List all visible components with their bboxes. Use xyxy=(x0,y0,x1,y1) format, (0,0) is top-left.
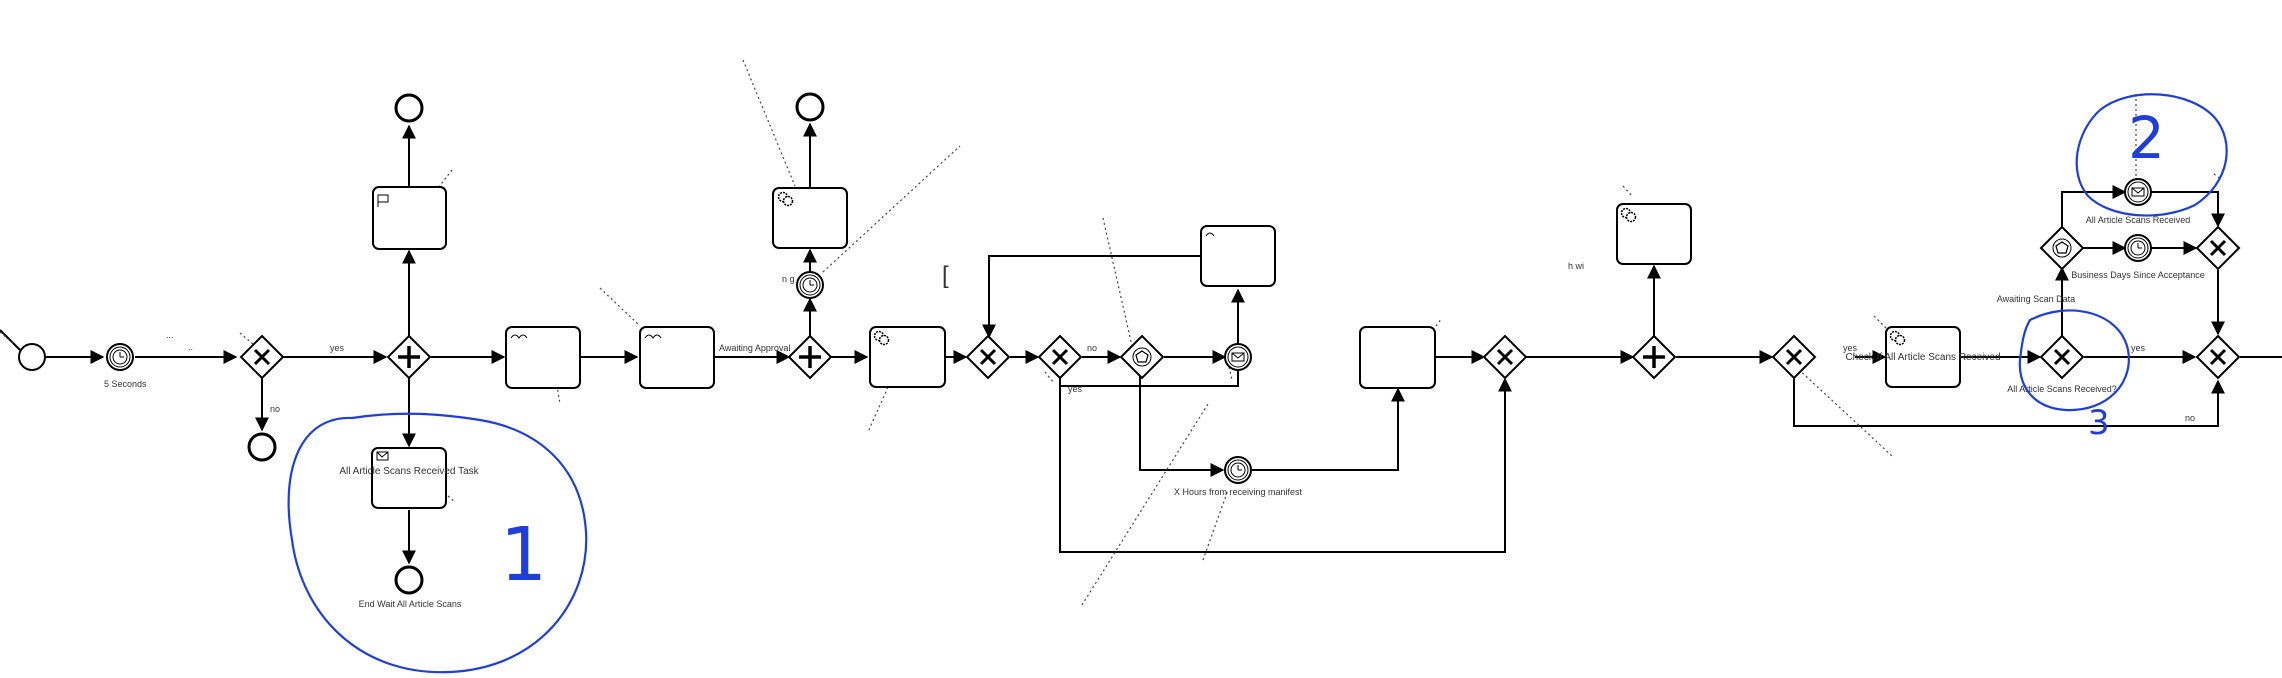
exclusive-gateway-2[interactable] xyxy=(965,334,1011,380)
ink-annotations: 1 2 3 xyxy=(287,93,2228,674)
label-timer-small: n g xyxy=(782,274,795,284)
label-yes-2: yes xyxy=(1068,384,1083,394)
end-event-no[interactable] xyxy=(247,432,277,462)
event-based-gateway-2[interactable] xyxy=(2039,225,2085,271)
sequence-flows xyxy=(0,122,2282,565)
task-5[interactable] xyxy=(1359,326,1436,389)
ink-circle-1 xyxy=(287,412,588,674)
timer-event-small[interactable] xyxy=(796,271,824,299)
exclusive-gateway-5[interactable] xyxy=(1771,334,1817,380)
message-catch-event-all-scans[interactable] xyxy=(2124,178,2152,206)
ink-number-3: 3 xyxy=(2088,403,2110,443)
label-no-2: no xyxy=(1087,343,1097,353)
task-check-all-article-scans[interactable] xyxy=(1885,326,1961,388)
label-check-all-article-scans: Check If All Article Scans Received xyxy=(1845,352,2000,363)
parallel-gateway-1[interactable] xyxy=(386,334,432,380)
exclusive-gateway-1[interactable] xyxy=(239,334,285,380)
parallel-gateway-3[interactable] xyxy=(1631,334,1677,380)
parallel-gateway-2[interactable] xyxy=(787,334,833,380)
exclusive-gateway-7[interactable] xyxy=(2195,334,2241,380)
label-task-all-article-scans: All Article Scans Received Task xyxy=(339,466,479,477)
label-5-seconds: 5 Seconds xyxy=(104,379,147,389)
timer-event-x-hours[interactable] xyxy=(1224,456,1252,484)
timer-event-5-seconds[interactable] xyxy=(106,343,134,371)
task-1[interactable] xyxy=(505,326,581,389)
events xyxy=(18,92,2152,595)
label-end-wait-all: End Wait All Article Scans xyxy=(359,599,462,609)
label-x-hours: X Hours from receiving manifest xyxy=(1174,487,1303,497)
ink-number-2: 2 xyxy=(2128,104,2165,172)
task-service-top[interactable] xyxy=(772,187,848,249)
label-yes-3: yes xyxy=(1843,343,1858,353)
start-event[interactable] xyxy=(18,343,46,371)
task-service-3[interactable] xyxy=(869,326,946,388)
label-no-1: no xyxy=(270,404,280,414)
label-no-3: no xyxy=(2185,413,2195,423)
associations xyxy=(0,59,2223,606)
label-dots-b: .. xyxy=(188,342,193,352)
message-catch-event-1[interactable] xyxy=(1224,343,1252,371)
exclusive-gateway-3[interactable] xyxy=(1037,334,1083,380)
task-service-6[interactable] xyxy=(1616,203,1692,265)
label-yes-4: yes xyxy=(2131,343,2146,353)
tasks xyxy=(371,186,1961,509)
label-dots-a: ... xyxy=(166,330,174,340)
event-based-gateway-1[interactable] xyxy=(1119,334,1165,380)
ink-number-1: 1 xyxy=(500,512,547,598)
label-awaiting-scan-data: Awaiting Scan Data xyxy=(1997,294,2075,304)
task-2[interactable] xyxy=(639,326,715,389)
ink-circle-3 xyxy=(2018,309,2130,412)
gateways xyxy=(239,225,2241,380)
ink-circle-2 xyxy=(2075,93,2228,217)
end-event-top[interactable] xyxy=(394,93,424,123)
task-4[interactable] xyxy=(1200,225,1276,287)
task-all-article-scans-received[interactable] xyxy=(371,447,447,509)
labels: 5 Seconds ... .. yes no All Article Scan… xyxy=(104,215,2205,609)
end-event-wait-all[interactable] xyxy=(394,565,424,595)
task-top-1[interactable] xyxy=(372,186,447,250)
exclusive-gateway-6[interactable] xyxy=(2195,225,2241,271)
exclusive-gateway-4[interactable] xyxy=(1482,334,1528,380)
label-floating-text: h wi xyxy=(1568,261,1584,271)
label-all-article-scans-msg: All Article Scans Received xyxy=(2086,215,2191,225)
label-business-days: Business Days Since Acceptance xyxy=(2071,270,2205,280)
label-all-article-scans-received-gateway: All Article Scans Received? xyxy=(2007,384,2117,394)
timer-event-business-days[interactable] xyxy=(2124,234,2152,262)
label-yes-1: yes xyxy=(330,343,345,353)
label-awaiting-approval: Awaiting Approval xyxy=(719,343,790,353)
exclusive-gateway-all-received[interactable] xyxy=(2039,334,2085,380)
end-event-top-2[interactable] xyxy=(795,92,825,122)
label-bracket: [ xyxy=(942,262,949,289)
